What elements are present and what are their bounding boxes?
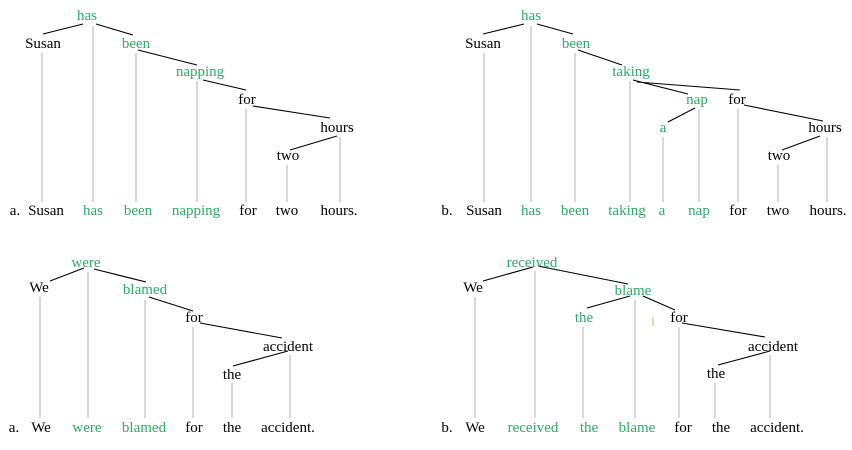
dependency-edge [95,23,134,36]
tree-node-word: a [659,120,667,136]
example-label: b. [441,420,453,436]
tree-node-word: blame [614,283,652,299]
sentence-token: the [222,420,242,436]
tree-node-word: hours [808,120,842,136]
dependency-edge [482,266,534,282]
sentence-token: for [239,203,257,219]
tree-node-word: the [574,310,594,326]
dependency-edge [577,49,623,66]
dependency-edge [536,23,574,35]
sentence-token: accident. [261,420,315,436]
dependency-edge [252,105,331,119]
dependency-edge [681,322,766,338]
sentence-token: nap [688,203,710,219]
sentence-token: two [766,203,790,219]
dependency-edge [202,79,247,91]
sentence-token: Susan [28,203,64,219]
tree-node-word: for [670,310,688,326]
tree-node-word: Susan [25,36,61,52]
tree-node-word: were [71,255,101,271]
dependency-edge [586,295,631,309]
dependency-edge [743,104,824,122]
sentence-token: accident. [750,420,804,436]
tree-node-word: We [463,280,483,296]
tree-node-word: has [77,8,97,24]
sentence-token: for [729,203,747,219]
dependency-edge [199,322,283,339]
tree-node-word: for [238,92,256,108]
sentence-token: taking [608,203,646,219]
sentence-token: a [658,203,666,219]
dependency-edge [482,23,525,35]
sentence-token: We [31,420,51,436]
example-label: b. [441,203,453,219]
dependency-edge [289,135,338,151]
sentence-token: been [560,203,590,219]
sentence-token: has [83,203,103,219]
sentence-token: two [275,203,299,219]
tree-node-word: received [506,255,558,271]
tree-node-word: blamed [122,282,168,298]
tree-node-word: been [121,36,151,52]
dependency-edge [642,295,676,311]
sentence-token: napping [171,203,221,219]
tree-node-word: for [728,92,746,108]
tree-node-word: the [706,366,726,382]
example-label: a. [8,420,20,436]
dependency-edge [636,81,741,91]
sentence-token: the [579,420,599,436]
dependency-edge [717,350,771,366]
dependency-edge [667,107,696,123]
sentence-token: the [711,420,731,436]
tree-node-word: the [222,367,242,383]
tree-node-word: accident [748,339,798,355]
sentence-token: for [185,420,203,436]
tree-node-word: Susan [465,36,501,52]
sentence-token: hours. [320,203,358,219]
sentence-token: been [123,203,153,219]
sentence-token: Susan [466,203,502,219]
sentence-token: We [465,420,485,436]
tree-node-word: We [29,280,49,296]
dependency-edge [93,268,147,283]
sentence-token: were [72,420,102,436]
tree-node-word: two [276,148,300,164]
dependency-edge [148,296,194,312]
dependency-edge [781,135,821,151]
sentence-token: blame [618,420,656,436]
tree-node-word: taking [612,64,650,80]
dependency-edge [42,23,84,35]
tree-node-word: hours [320,120,354,136]
sentence-token: received [507,420,559,436]
tree-node-word: accident [263,339,313,355]
example-label: a. [9,203,21,219]
sentence-token: for [674,420,692,436]
tree-node-word: has [521,8,541,24]
dependency-edge [232,350,289,367]
dependency-edge [49,267,85,282]
tree-node-word: been [561,36,591,52]
sentence-token: has [521,203,541,219]
dependency-edge [537,265,629,285]
tree-node-word: nap [686,92,708,108]
dependency-edge [137,49,198,66]
sentence-token: hours. [809,203,847,219]
tree-node-word: napping [175,64,225,80]
sentence-token: blamed [121,420,167,436]
tree-node-word: two [767,148,791,164]
tree-node-word: for [185,310,203,326]
